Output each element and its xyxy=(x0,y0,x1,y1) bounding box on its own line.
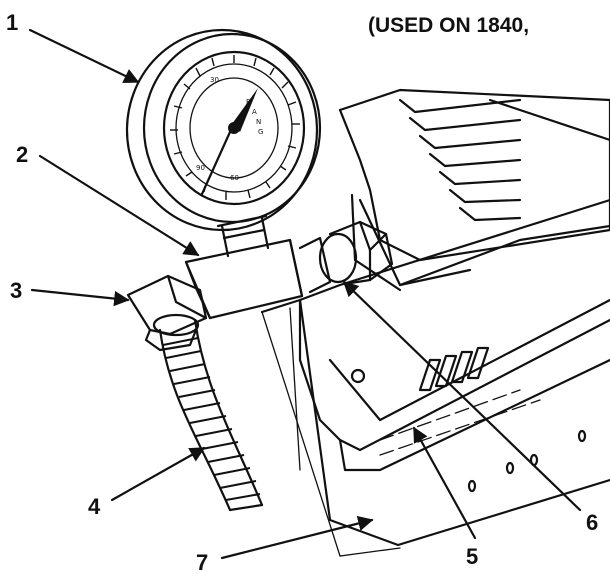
adapter-nut xyxy=(298,220,394,294)
svg-text:90: 90 xyxy=(196,164,205,172)
svg-text:30: 30 xyxy=(210,76,219,84)
callout-5: 5 xyxy=(466,544,478,569)
svg-text:G: G xyxy=(258,128,263,136)
svg-text:60: 60 xyxy=(230,174,239,182)
pressure-gauge: R A N G 30 60 90 xyxy=(125,28,322,232)
valve-block xyxy=(338,88,610,292)
diagram-title: (USED ON 1840, xyxy=(368,14,529,37)
svg-text:N: N xyxy=(256,118,261,126)
tee-fitting xyxy=(184,214,304,320)
callout-7: 7 xyxy=(196,550,208,574)
callout-6: 6 xyxy=(586,510,598,535)
svg-text:A: A xyxy=(252,108,257,116)
base-plate xyxy=(260,298,610,557)
callout-4: 4 xyxy=(88,494,101,519)
unit-housing xyxy=(298,198,610,493)
callout-3: 3 xyxy=(10,278,22,303)
bolt-icon xyxy=(350,368,366,384)
leader-lines xyxy=(28,28,582,560)
hose xyxy=(158,318,264,512)
callout-2: 2 xyxy=(16,142,28,167)
needle-icon xyxy=(232,88,258,132)
fins xyxy=(398,98,522,222)
callout-1: 1 xyxy=(6,10,18,35)
elbow-fitting xyxy=(126,274,208,352)
vent-slots xyxy=(418,346,490,392)
